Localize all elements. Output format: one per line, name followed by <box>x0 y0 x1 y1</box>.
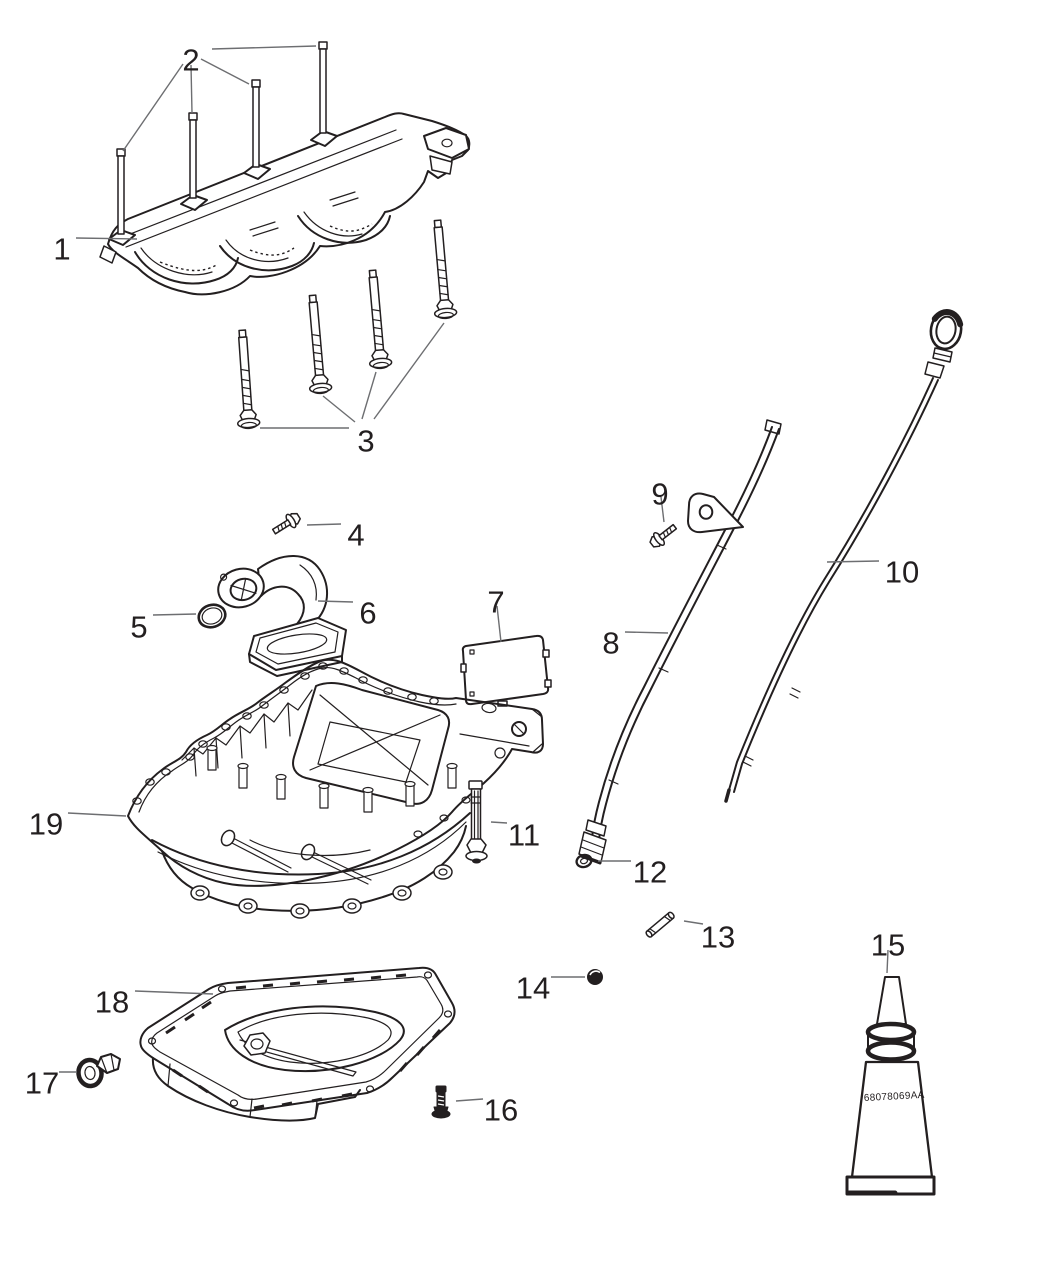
callout-9[interactable]: 9 <box>651 477 668 512</box>
sealant-tube-drawing: 68078069AA <box>845 976 936 1196</box>
stud-bolts-drawing <box>116 41 328 235</box>
leader-11 <box>490 821 508 824</box>
leader-3c <box>361 371 377 420</box>
windage-tray-drawing <box>99 112 471 296</box>
callout-4[interactable]: 4 <box>347 518 364 553</box>
callout-1[interactable]: 1 <box>53 232 70 267</box>
leader-8 <box>624 631 669 634</box>
leader-16 <box>455 1098 484 1102</box>
leader-9 <box>660 496 665 523</box>
bracket-bolt-drawing <box>646 520 681 552</box>
callout-3[interactable]: 3 <box>357 424 374 459</box>
callout-18[interactable]: 18 <box>95 985 129 1020</box>
leader-19 <box>67 812 127 817</box>
leader-7 <box>496 605 502 643</box>
leader-5 <box>152 613 197 616</box>
leader-2a <box>122 63 184 152</box>
oil-pickup-tube-drawing <box>217 555 347 677</box>
dipstick-tube-drawing <box>578 419 782 865</box>
leader-18 <box>134 990 214 995</box>
callout-14[interactable]: 14 <box>516 971 550 1006</box>
leader-3b <box>322 395 356 423</box>
callout-12[interactable]: 12 <box>633 855 667 890</box>
callout-8[interactable]: 8 <box>602 626 619 661</box>
pan-bolt-drawing <box>465 780 488 864</box>
drain-plug-drawing <box>76 1053 121 1089</box>
callout-10[interactable]: 10 <box>885 555 919 590</box>
leader-13 <box>683 920 704 925</box>
callout-16[interactable]: 16 <box>484 1093 518 1128</box>
upper-oil-pan-drawing <box>127 658 544 919</box>
leader-2d <box>211 45 317 50</box>
leader-2b <box>190 64 193 114</box>
pickup-tube-bolt-drawing <box>269 509 304 539</box>
leader-10 <box>826 560 880 563</box>
leader-3d <box>373 322 445 420</box>
callout-6[interactable]: 6 <box>359 596 376 631</box>
callout-11[interactable]: 11 <box>508 818 540 853</box>
cover-plate-drawing <box>460 634 552 707</box>
callout-15[interactable]: 15 <box>871 928 905 963</box>
callout-7[interactable]: 7 <box>487 585 504 620</box>
leader-4 <box>306 523 342 526</box>
leader-1 <box>75 237 138 240</box>
o-ring-drawing <box>197 603 227 629</box>
callout-19[interactable]: 19 <box>29 807 63 842</box>
leader-6 <box>317 600 354 603</box>
leader-2c <box>200 58 250 85</box>
callout-2[interactable]: 2 <box>182 43 199 78</box>
leader-lines <box>59 45 889 1102</box>
callout-5[interactable]: 5 <box>130 610 147 645</box>
small-o-ring-drawing <box>575 853 593 869</box>
sealant-part-number: 68078069AA <box>864 1090 925 1104</box>
plug-drawing <box>587 969 603 985</box>
small-pan-bolt-drawing <box>431 1085 451 1119</box>
leader-15 <box>886 949 889 974</box>
lower-oil-pan-drawing <box>139 966 456 1122</box>
callout-17[interactable]: 17 <box>25 1066 59 1101</box>
callout-13[interactable]: 13 <box>701 920 735 955</box>
long-bolts-drawing <box>230 218 458 431</box>
dipstick-drawing <box>724 309 964 803</box>
dowel-pin-drawing <box>645 911 675 938</box>
